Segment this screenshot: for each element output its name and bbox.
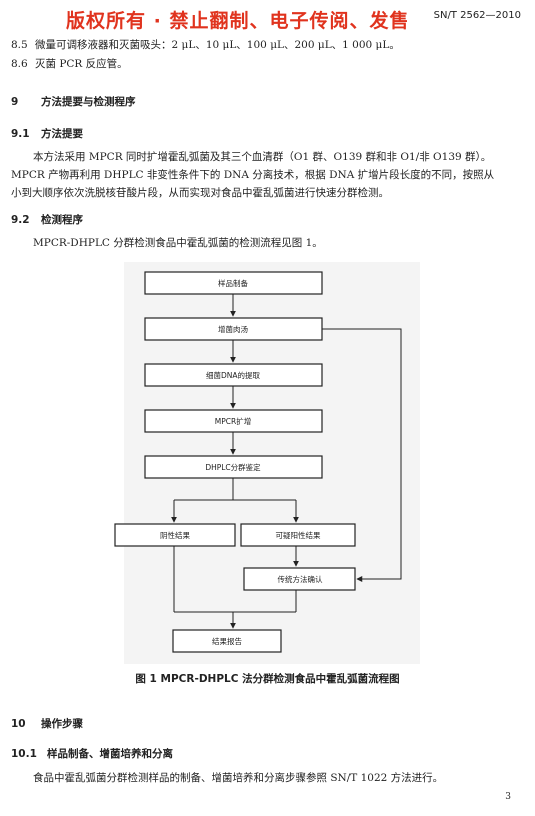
item-text: 微量可调移液器和灭菌吸头：2 μL、10 μL、100 μL、200 μL、1 … bbox=[35, 39, 400, 51]
paragraph-line: MPCR 产物再利用 DHPLC 非变性条件下的 DNA 分离技术，根据 DNA… bbox=[11, 169, 495, 181]
section-number: 10.1 bbox=[11, 748, 37, 760]
section-title: 样品制备、增菌培养和分离 bbox=[47, 748, 173, 760]
label-report: 结果报告 bbox=[212, 636, 242, 646]
section-10-1-text: 食品中霍乱弧菌分群检测样品的制备、增菌培养和分离步骤参照 SN/T 1022 方… bbox=[33, 772, 444, 784]
box-report bbox=[172, 629, 282, 653]
section-9-heading: 9 方法提要与检测程序 bbox=[11, 94, 136, 109]
section-title: 操作步骤 bbox=[41, 718, 83, 730]
box-negative bbox=[114, 523, 236, 547]
section-9-2-text: MPCR-DHPLC 分群检测食品中霍乱弧菌的检测流程见图 1。 bbox=[33, 237, 323, 249]
section-number: 9 bbox=[11, 96, 19, 108]
item-8-6: 8.6 灭菌 PCR 反应管。 bbox=[11, 57, 128, 71]
item-text: 灭菌 PCR 反应管。 bbox=[35, 58, 128, 70]
copyright-watermark: 版权所有 · 禁止翻制、电子传阅、发售 bbox=[66, 10, 410, 32]
label-mpcr: MPCR扩增 bbox=[215, 416, 251, 426]
label-negative: 阴性结果 bbox=[160, 530, 190, 540]
label-dna-extraction: 细菌DNA的提取 bbox=[206, 370, 261, 380]
section-number: 9.1 bbox=[11, 128, 30, 140]
figure-caption: 图 1 MPCR-DHPLC 法分群检测食品中霍乱弧菌流程图 bbox=[135, 673, 400, 685]
item-number: 8.6 bbox=[11, 58, 28, 70]
section-9-1-paragraph: 本方法采用 MPCR 同时扩增霍乱弧菌及其三个血清群（O1 群、O139 群和非… bbox=[11, 148, 523, 202]
flow-arrows bbox=[171, 294, 402, 629]
section-9-1-heading: 9.1 方法提要 bbox=[11, 126, 83, 141]
paragraph-line: 本方法采用 MPCR 同时扩增霍乱弧菌及其三个血清群（O1 群、O139 群和非… bbox=[33, 151, 492, 163]
section-10-1-heading: 10.1 样品制备、增菌培养和分离 bbox=[11, 746, 173, 761]
section-title: 检测程序 bbox=[41, 214, 83, 226]
section-number: 10 bbox=[11, 718, 26, 730]
label-traditional-confirm: 传统方法确认 bbox=[278, 574, 323, 584]
box-suspect-positive bbox=[240, 523, 356, 547]
section-title: 方法提要 bbox=[41, 128, 83, 140]
section-9-2-heading: 9.2 检测程序 bbox=[11, 212, 83, 227]
paragraph-line: 小到大顺序依次洗脱核苷酸片段，从而实现对食品中霍乱弧菌进行快速分群检测。 bbox=[11, 187, 389, 199]
label-enrichment: 增菌肉汤 bbox=[218, 324, 248, 334]
standard-number: SN/T 2562—2010 bbox=[433, 10, 521, 21]
section-number: 9.2 bbox=[11, 214, 30, 226]
item-number: 8.5 bbox=[11, 39, 28, 51]
item-8-5: 8.5 微量可调移液器和灭菌吸头：2 μL、10 μL、100 μL、200 μL… bbox=[11, 38, 400, 52]
label-sample-prep: 样品制备 bbox=[218, 278, 248, 288]
label-dhplc: DHPLC分群鉴定 bbox=[205, 462, 261, 472]
section-10-heading: 10 操作步骤 bbox=[11, 716, 83, 731]
box-traditional-confirm bbox=[243, 567, 356, 591]
label-suspect-positive: 可疑阳性结果 bbox=[276, 530, 321, 540]
page-number: 3 bbox=[505, 792, 511, 802]
section-title: 方法提要与检测程序 bbox=[41, 96, 136, 108]
